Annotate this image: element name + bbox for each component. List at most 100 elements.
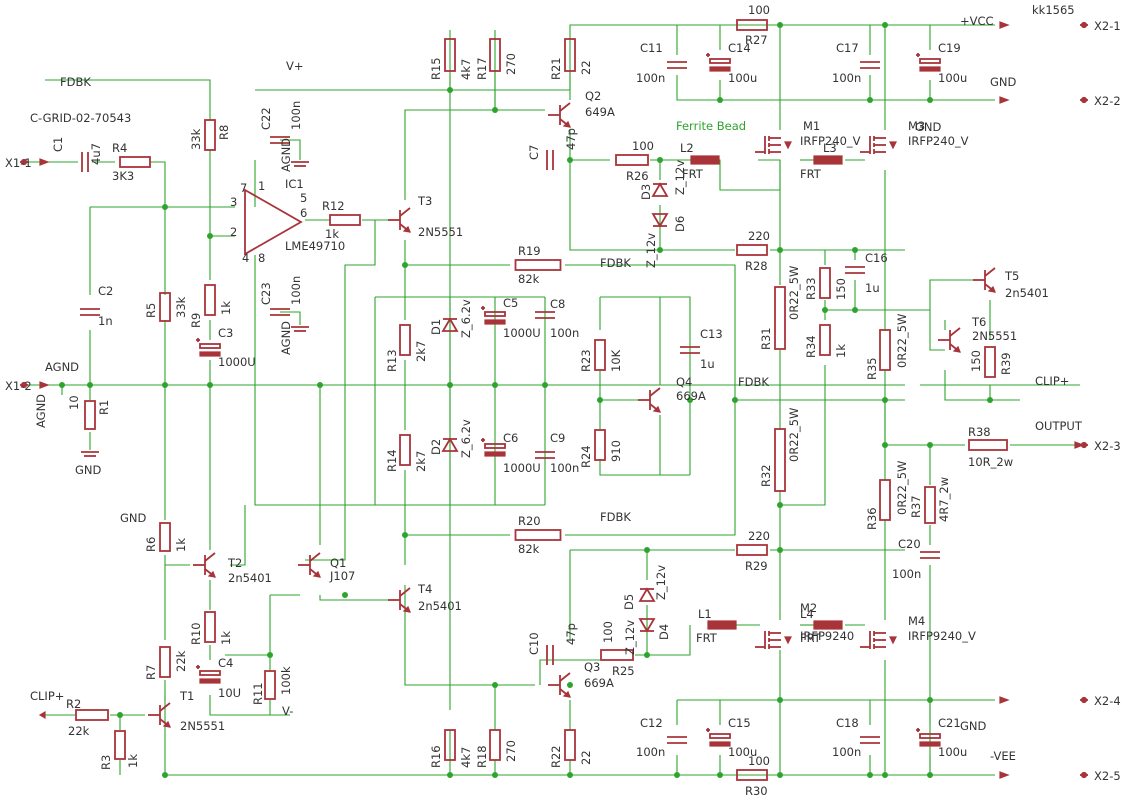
wire-layer	[28, 22, 1080, 778]
part-name-r14: R14	[385, 449, 399, 472]
part-name-c14: C14	[728, 41, 751, 55]
part-value-r5: 33k	[174, 296, 188, 318]
junction-dot	[447, 87, 453, 93]
part-name-r30: R30	[745, 784, 768, 798]
part-name-r15: R15	[429, 57, 443, 80]
transistor	[938, 327, 961, 353]
transistor	[548, 102, 571, 128]
resistor	[615, 154, 649, 166]
resistor	[736, 544, 768, 556]
part-value-t5: 2n5401	[1005, 286, 1049, 300]
part-value-m3: IRFP240_V	[908, 134, 969, 148]
ferrite-bead-label: Ferrite Bead	[676, 119, 746, 133]
capacitor	[80, 308, 100, 316]
capacitor	[270, 136, 290, 144]
connector-x12: X1-2	[5, 379, 32, 393]
part-value-r22: 22	[579, 750, 593, 765]
capacitor	[667, 61, 687, 69]
wire	[319, 595, 390, 601]
junction-dot	[927, 697, 933, 703]
part-name-c17: C17	[836, 41, 859, 55]
junction-dot	[267, 652, 273, 658]
part-name-r37: R37	[909, 495, 923, 518]
part-name-r1: R1	[97, 400, 111, 415]
part-name-l3: L3	[823, 141, 837, 155]
part-value-q4: 669A	[676, 389, 706, 403]
part-name-r7: R7	[144, 665, 158, 680]
ferrite-inductor	[813, 620, 843, 630]
connector-arrow	[999, 21, 1010, 29]
connector-arrow	[39, 381, 50, 389]
part-value-m2: IRFP9240	[800, 629, 854, 643]
junction-dot	[567, 772, 573, 778]
resistor	[600, 649, 634, 661]
junction-dot	[927, 442, 933, 448]
part-name-m3: M3	[908, 119, 925, 133]
wire	[944, 370, 990, 401]
part-name-r19: R19	[518, 244, 541, 258]
part-value-r30: 100	[748, 754, 770, 768]
capacitor	[845, 266, 865, 274]
part-name-r34: R34	[804, 335, 818, 358]
part-name-d5: D5	[622, 594, 636, 610]
part-value-r7: 22k	[174, 650, 188, 672]
part-name-r13: R13	[385, 349, 399, 372]
part-value-c21: 100u	[938, 745, 967, 759]
junction-dot	[867, 97, 873, 103]
connector-x11: X1-1	[5, 156, 32, 170]
part-name-m1: M1	[803, 119, 820, 133]
part-name-r23: R23	[579, 349, 593, 372]
part-value-d5: Z_12v	[654, 565, 668, 600]
resistor	[204, 119, 216, 151]
resistor	[399, 324, 411, 356]
part-name-r18: R18	[475, 745, 489, 768]
part-name-r21: R21	[549, 57, 563, 80]
junction-dot	[657, 157, 663, 163]
transistor	[388, 587, 411, 613]
part-name-t6: T6	[971, 315, 986, 329]
part-value-c23: 100n	[289, 276, 303, 305]
part-name-c22: C22	[259, 107, 273, 130]
pin-label: 10	[67, 395, 81, 410]
resistor	[264, 670, 276, 700]
part-value-r15: 4k7	[459, 59, 473, 80]
junction-dot	[687, 397, 693, 403]
junction-dot	[492, 382, 498, 388]
net-vcc: +VCC	[960, 14, 994, 28]
wire	[539, 659, 570, 685]
part-value-r17: 270	[504, 53, 518, 75]
junction-dot	[717, 772, 723, 778]
part-value-t2: 2n5401	[228, 571, 272, 585]
resistor	[819, 324, 831, 356]
junction-dot	[852, 307, 858, 313]
connector-arrow	[999, 696, 1010, 704]
ground-symbol	[291, 326, 309, 332]
resistor	[114, 730, 126, 760]
junction-dot	[492, 682, 498, 688]
part-value-r9: 1k	[219, 301, 233, 315]
resistor	[75, 709, 109, 721]
capacitor	[680, 346, 700, 354]
part-name-t4: T4	[417, 582, 432, 596]
wire	[209, 695, 290, 716]
junction-dot	[927, 97, 933, 103]
junction-dot	[927, 772, 933, 778]
wire	[255, 24, 995, 91]
pin-label: 5	[300, 191, 307, 205]
part-value-c6: 1000U	[503, 461, 541, 475]
part-value-ic1: LME49710	[285, 239, 345, 253]
part-value-r11: 100k	[279, 666, 293, 695]
part-name-r22: R22	[549, 745, 563, 768]
part-value-r13: 2k7	[414, 341, 428, 362]
net-fdbk: FDBK	[60, 75, 91, 89]
mosfet	[860, 136, 897, 154]
junction-dot	[777, 247, 783, 253]
part-name-r27: R27	[745, 33, 768, 47]
ferrite-inductor	[707, 620, 737, 630]
part-name-d3: D3	[639, 184, 653, 200]
part-name-m2: M2	[800, 601, 817, 615]
connector-x22: X2-2	[1094, 94, 1121, 108]
resistor	[774, 286, 786, 350]
part-name-c13: C13	[700, 327, 723, 341]
